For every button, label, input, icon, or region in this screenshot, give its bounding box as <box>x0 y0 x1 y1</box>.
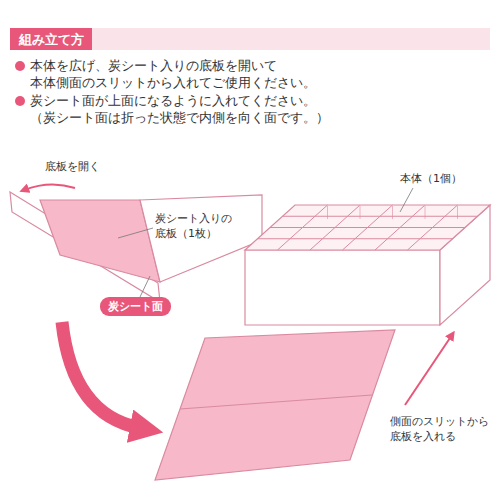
callout-label: 炭シート入りの 底板（1枚） <box>155 212 255 242</box>
divider-line <box>270 227 465 228</box>
open-arrow <box>24 184 75 190</box>
divider-edge <box>392 205 393 219</box>
tag-label: 炭シート面 <box>100 297 171 316</box>
bullet-dot <box>15 96 25 106</box>
instruction-text: 本体を広げ、炭シート入りの底板を開いて 本体側面のスリットから入れてご使用くださ… <box>30 58 492 92</box>
organizer-box <box>245 205 490 325</box>
leader-line <box>118 228 153 238</box>
base-board <box>155 330 395 480</box>
title-bar <box>10 28 490 50</box>
title-tab <box>10 28 92 50</box>
fold-line <box>180 395 372 409</box>
tag-text: 炭シート面 <box>108 299 163 314</box>
board-back-panel <box>10 192 160 302</box>
callout-label: 底板を開く <box>45 160 135 175</box>
section-title: 組み立て方 <box>19 31 84 49</box>
box-top <box>245 205 490 250</box>
bullet-dot <box>15 61 25 71</box>
instruction-text: 炭シート面が上面になるように入れてください。 （炭シート面は折った状態で内側を向… <box>30 93 492 127</box>
insert-arrow <box>62 322 140 428</box>
board-flap <box>140 195 262 282</box>
divider-edge <box>457 205 458 219</box>
leader-line <box>140 276 150 297</box>
box-front <box>245 250 440 325</box>
callout-label: 本体（1個） <box>400 172 495 187</box>
charcoal-sheet-face <box>40 200 160 282</box>
divider-edge <box>425 205 426 219</box>
divider-edge <box>360 205 361 219</box>
slit-arrow <box>405 335 452 405</box>
leader-line <box>400 188 413 212</box>
divider-line <box>258 238 453 239</box>
divider-edge <box>327 205 328 219</box>
divider-line <box>283 216 478 217</box>
callout-label: 側面のスリットから 底板を入れる <box>390 415 496 445</box>
